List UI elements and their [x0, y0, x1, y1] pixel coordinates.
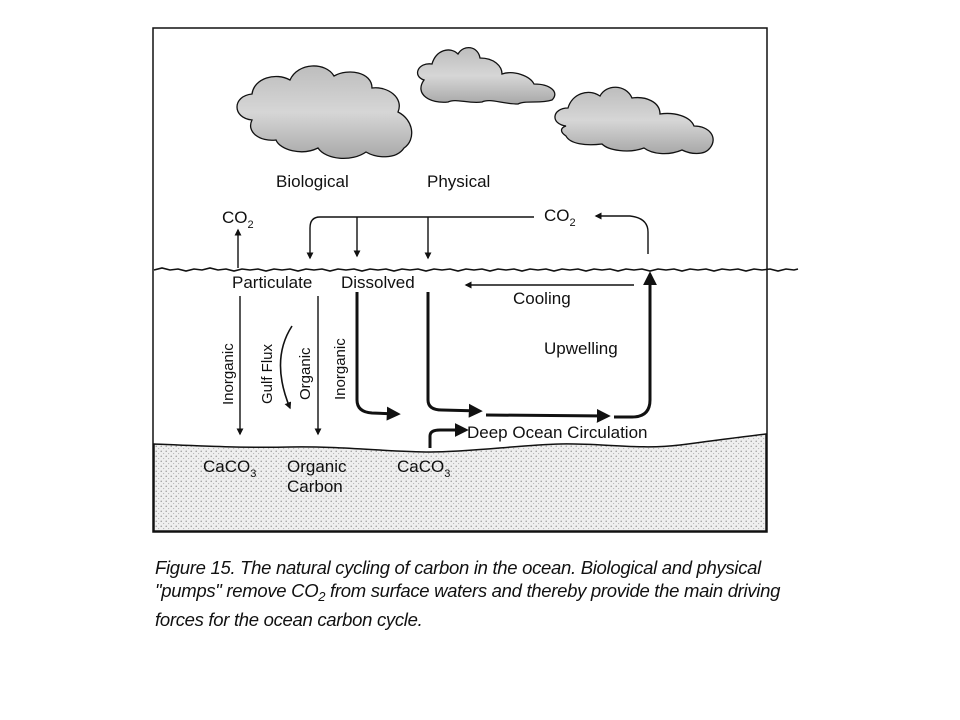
label-particulate: Particulate — [232, 273, 312, 292]
arrow-gulf-flux — [279, 325, 293, 410]
label-caco3-right: CaCO3 — [397, 457, 450, 480]
ocean-surface-line — [153, 267, 799, 272]
label-co2-right: CO2 — [544, 206, 576, 229]
label-co2-left: CO2 — [222, 208, 254, 231]
arrow-outgassing-right — [594, 212, 649, 254]
caption-text-part2: from surface waters and thereby provide … — [155, 580, 781, 630]
arrow-inorganic-to-deep — [355, 292, 401, 421]
label-gulf-flux: Gulf Flux — [259, 343, 276, 404]
label-upwelling: Upwelling — [544, 339, 618, 358]
cloud-right — [554, 86, 714, 155]
label-biological: Biological — [276, 172, 349, 191]
arrow-co2-uptake-right — [306, 216, 534, 260]
arrow-deep-ocean-flow — [485, 408, 611, 423]
label-dissolved: Dissolved — [341, 273, 415, 292]
label-cooling: Cooling — [513, 289, 571, 308]
caption-subscript: 2 — [318, 589, 326, 604]
cloud-left — [236, 65, 413, 159]
cloud-middle — [416, 47, 556, 105]
figure-caption: Figure 15. The natural cycling of carbon… — [155, 556, 795, 631]
label-physical: Physical — [427, 172, 490, 191]
label-organic: Organic — [297, 347, 314, 400]
arrow-dissolved-to-deep — [426, 292, 483, 418]
label-caco3-left: CaCO3 — [203, 457, 256, 480]
label-inorganic-left: Inorganic — [220, 343, 237, 405]
caption-text-part1: Figure 15. The natural cycling of carbon… — [155, 557, 761, 601]
label-organic-carbon-line2: Carbon — [287, 477, 343, 496]
sea-floor-sediment — [153, 433, 767, 532]
label-deep-ocean-circulation: Deep Ocean Circulation — [467, 423, 647, 442]
arrow-caco3-to-deep — [428, 423, 469, 448]
label-inorganic-right: Inorganic — [332, 338, 349, 400]
label-organic-carbon-line1: Organic — [287, 457, 347, 476]
arrow-upwelling — [614, 271, 657, 419]
